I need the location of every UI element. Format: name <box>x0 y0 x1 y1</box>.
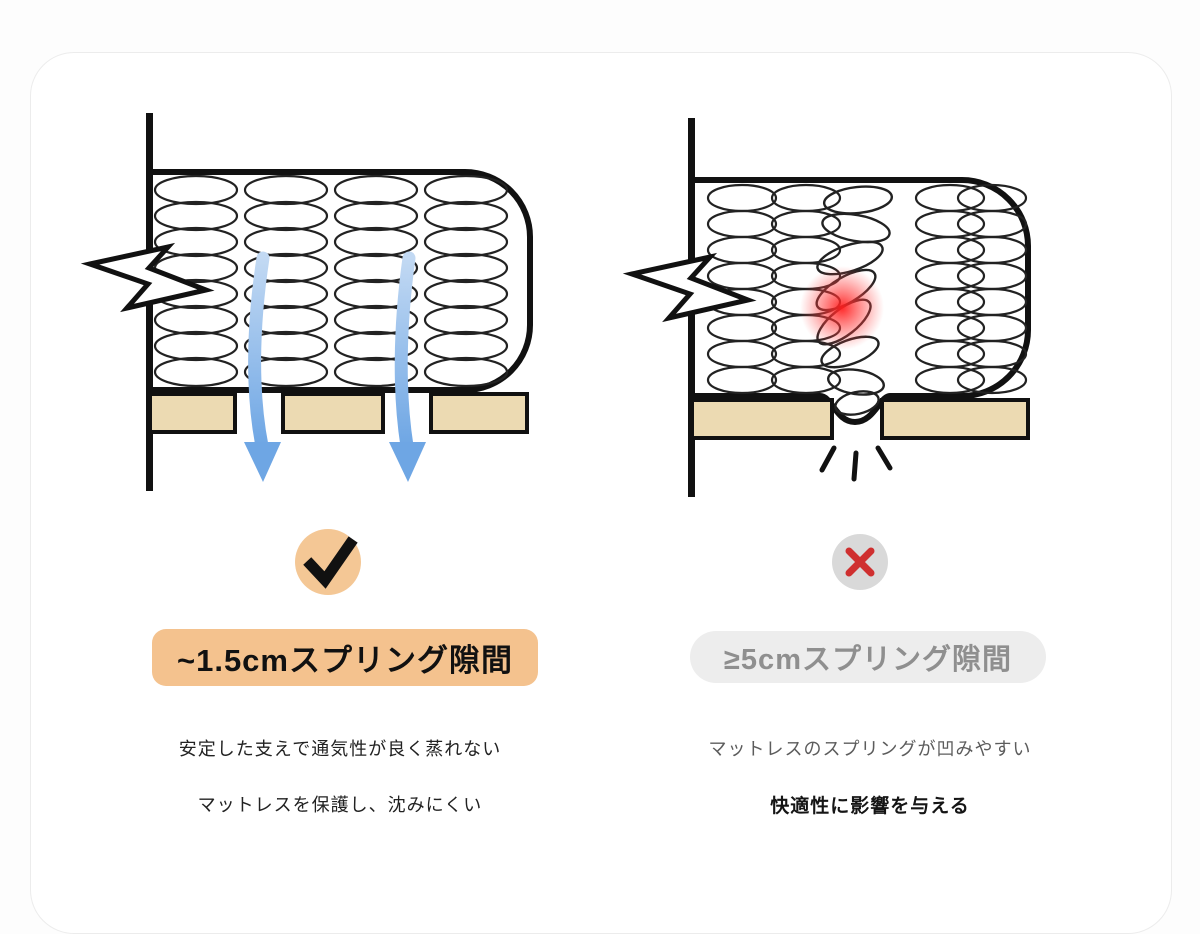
right-desc-line2: 快適性に影響を与える <box>770 796 970 817</box>
right-gap-label: ≥5cmスプリング隙間 <box>690 631 1046 683</box>
check-icon <box>303 536 358 589</box>
right-bed-illustration <box>622 118 1031 497</box>
bed-comparison-illustration <box>80 113 1031 497</box>
cross-badge <box>832 534 888 590</box>
slat <box>690 398 834 440</box>
slat <box>148 392 237 434</box>
left-break-symbol <box>80 242 215 313</box>
left-gap-label: ~1.5cmスプリング隙間 <box>152 629 538 686</box>
left-bed-illustration <box>80 113 533 491</box>
left-slats <box>148 392 529 434</box>
airflow-arrowhead <box>244 442 281 482</box>
slat <box>281 392 385 434</box>
check-badge <box>295 529 361 595</box>
right-break-symbol <box>622 252 757 323</box>
slat <box>429 392 529 434</box>
left-desc-line2: マットレスを保護し、沈みにくい <box>197 795 483 815</box>
impact-marks <box>819 445 893 482</box>
airflow-arrowhead <box>389 442 426 482</box>
right-slats <box>690 398 1030 440</box>
cross-icon <box>845 547 875 577</box>
slat <box>880 398 1030 440</box>
left-desc-line1: 安定した支えで通気性が良く蒸れない <box>178 739 502 759</box>
sag-alert-glow <box>800 266 884 350</box>
right-desc-line1: マットレスのスプリングが凹みやすい <box>708 739 1032 759</box>
airflow-arrows <box>244 251 426 482</box>
